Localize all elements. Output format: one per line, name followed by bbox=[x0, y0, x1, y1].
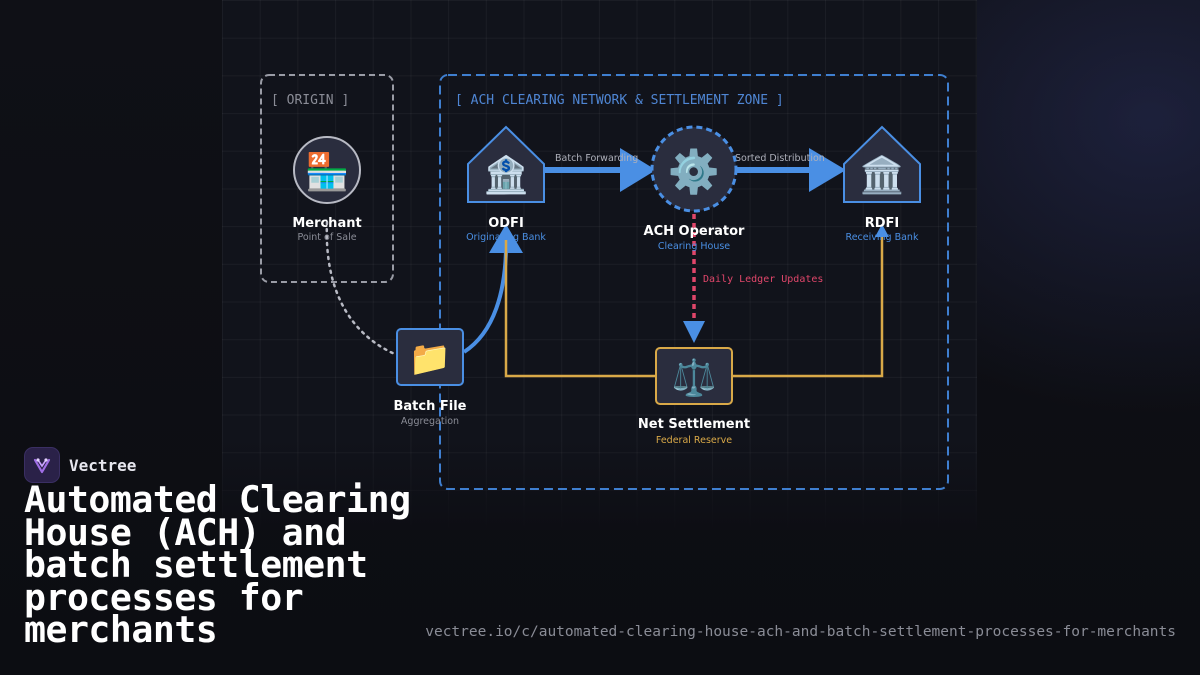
node-operator-subtitle: Clearing House bbox=[658, 241, 730, 252]
store-icon: 🏪 bbox=[305, 151, 350, 193]
node-merchant: 🏪 Merchant Point of Sale bbox=[292, 136, 362, 243]
arrowhead-operator-to-rdfi bbox=[809, 148, 846, 192]
origin-zone-label: [ ORIGIN ] bbox=[271, 93, 349, 108]
node-rdfi-title: RDFI bbox=[865, 216, 900, 231]
node-rdfi-subtitle: Receiving Bank bbox=[846, 232, 919, 243]
arrowhead-batch-to-odfi bbox=[489, 224, 523, 253]
node-batch-file: 📁 Batch File Aggregation bbox=[394, 328, 467, 427]
ach-zone: [ ACH CLEARING NETWORK & SETTLEMENT ZONE… bbox=[439, 74, 949, 490]
grid-fade bbox=[222, 440, 977, 530]
bank-icon: 🏦 bbox=[484, 154, 529, 196]
node-settlement-subtitle: Federal Reserve bbox=[656, 435, 732, 446]
edge-settlement-to-odfi bbox=[504, 240, 656, 378]
arrowhead-operator-to-settlement bbox=[683, 321, 705, 343]
node-odfi-subtitle: Originating Bank bbox=[466, 232, 546, 243]
vectree-logo-icon bbox=[24, 447, 60, 483]
page-url[interactable]: vectree.io/c/automated-clearing-house-ac… bbox=[425, 624, 1176, 640]
origin-zone: [ ORIGIN ] bbox=[260, 74, 394, 283]
node-merchant-title: Merchant bbox=[292, 216, 361, 231]
edge-batch-to-odfi bbox=[462, 249, 508, 354]
node-merchant-subtitle: Point of Sale bbox=[297, 232, 356, 243]
node-ach-operator: ⚙️ ACH Operator Clearing House bbox=[644, 125, 746, 252]
arrowhead-settlement-to-rdfi bbox=[875, 224, 889, 237]
page-title: Automated Clearing House (ACH) and batch… bbox=[24, 478, 411, 651]
node-settlement-title: Net Settlement bbox=[638, 417, 750, 432]
node-odfi: 🏦 ODFI Originating Bank bbox=[466, 125, 546, 243]
edge-label-daily-ledger: Daily Ledger Updates bbox=[703, 274, 823, 285]
ach-zone-label: [ ACH CLEARING NETWORK & SETTLEMENT ZONE… bbox=[455, 93, 784, 108]
balance-scale-icon: ⚖️ bbox=[672, 357, 717, 399]
node-batch-subtitle: Aggregation bbox=[401, 416, 459, 427]
edge-label-batch-forwarding: Batch Forwarding bbox=[555, 153, 638, 164]
classical-building-icon: 🏛️ bbox=[860, 154, 905, 196]
node-batch-title: Batch File bbox=[394, 399, 467, 414]
node-odfi-title: ODFI bbox=[488, 216, 524, 231]
node-operator-title: ACH Operator bbox=[644, 224, 746, 239]
edge-settlement-to-rdfi bbox=[732, 236, 884, 378]
arrowhead-odfi-to-operator bbox=[620, 148, 656, 192]
edge-label-sorted-distribution: Sorted Distribution bbox=[735, 153, 825, 164]
edge-merchant-to-batch bbox=[325, 220, 399, 357]
brand: Vectree bbox=[24, 447, 136, 483]
node-rdfi: 🏛️ RDFI Receiving Bank bbox=[843, 125, 921, 243]
gear-icon: ⚙️ bbox=[668, 147, 720, 196]
folder-icon: 📁 bbox=[409, 339, 451, 379]
brand-name: Vectree bbox=[69, 455, 137, 475]
node-net-settlement: ⚖️ Net Settlement Federal Reserve bbox=[638, 347, 750, 446]
